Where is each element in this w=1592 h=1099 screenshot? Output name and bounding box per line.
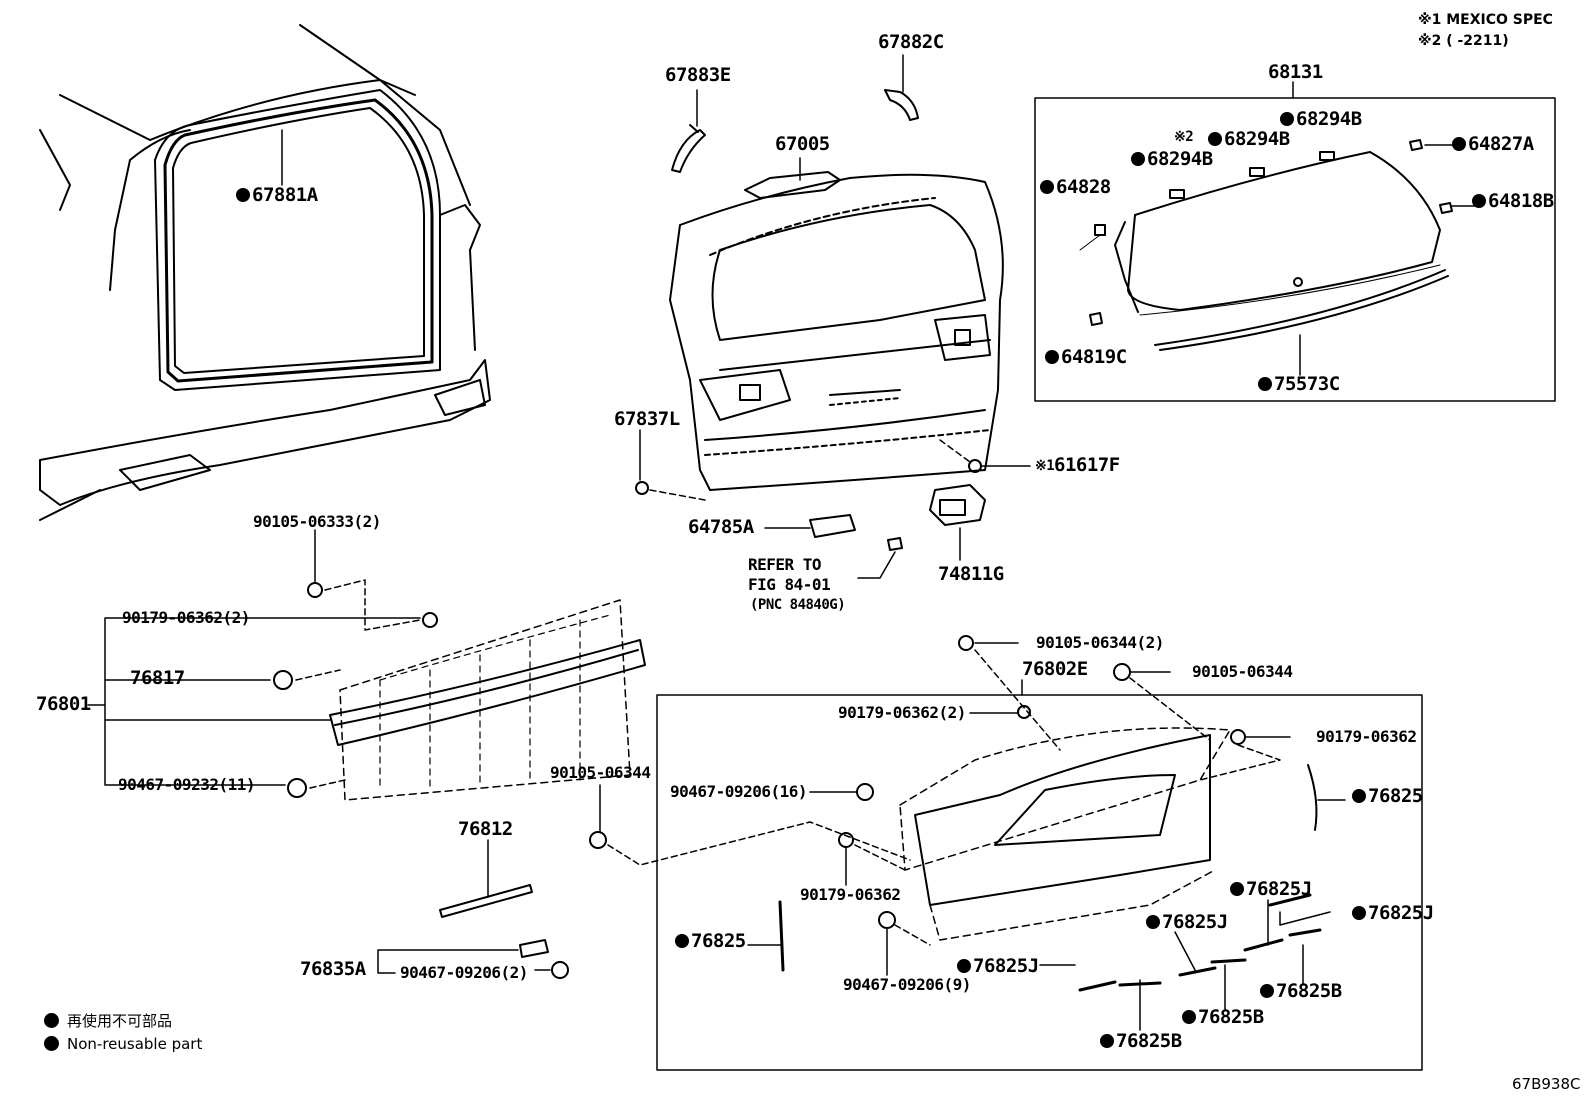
- label-76802E: 76802E: [1022, 658, 1088, 680]
- back-door-illustration: [669, 157, 1004, 491]
- label-67882C: 67882C: [878, 31, 944, 53]
- refer-line-3: (PNC 84840G): [750, 597, 846, 613]
- legend-jp: 再使用不可部品: [44, 1010, 172, 1031]
- label-76825-b: 76825: [675, 932, 746, 951]
- label-76812: 76812: [458, 818, 513, 840]
- label-68294B-c: 68294B: [1131, 150, 1213, 169]
- label-61617F: 61617F: [1054, 454, 1120, 476]
- part-64785A-shape: [764, 514, 856, 538]
- note-2: ※2 ( -2211): [1418, 33, 1509, 49]
- non-reusable-bullet-icon: [44, 1013, 59, 1028]
- label-76825B-b: 76825B: [1182, 1008, 1264, 1027]
- label-90179-06362-b: 90179-06362: [800, 885, 901, 904]
- vehicle-body-illustration: [39, 24, 491, 521]
- label-90179-06362-2a: 90179-06362(2): [122, 608, 250, 627]
- label-90467-09206-9: 90467-09206(9): [843, 975, 971, 994]
- label-68294B-a: 68294B: [1280, 110, 1362, 129]
- label-67837L: 67837L: [614, 408, 680, 430]
- connector-ref-shape: [857, 537, 903, 579]
- label-74811G: 74811G: [938, 563, 1004, 585]
- label-76825J-b: 76825J: [1352, 904, 1434, 923]
- label-67005: 67005: [775, 133, 830, 155]
- label-64785A: 64785A: [688, 516, 754, 538]
- label-76825-a: 76825: [1352, 787, 1423, 806]
- label-76835A: 76835A: [300, 958, 366, 980]
- legend-jp-text: 再使用不可部品: [67, 1012, 173, 1030]
- label-90467-09206-16: 90467-09206(16): [670, 782, 808, 801]
- label-67883E: 67883E: [665, 64, 731, 86]
- note-1: ※1 MEXICO SPEC: [1418, 12, 1553, 28]
- lower-panel-box: [589, 635, 1423, 1071]
- refer-line-2: FIG 84-01: [748, 575, 831, 594]
- label-76825J-c: 76825J: [1146, 913, 1228, 932]
- glass-assembly-box: [1034, 81, 1556, 402]
- door-clips: [635, 429, 1031, 501]
- note2-mark: ※2: [1174, 129, 1194, 145]
- refer-line-1: REFER TO: [748, 555, 822, 574]
- legend-en: Non-reusable part: [44, 1035, 202, 1053]
- garnish-76801-shape: [87, 529, 646, 801]
- part-74811G-shape: [929, 484, 986, 561]
- label-90467-09232: 90467-09232(11): [118, 775, 256, 794]
- label-90105-06344-b: 90105-06344: [550, 763, 651, 782]
- label-64818B: 64818B: [1472, 192, 1554, 211]
- label-90179-06362-2b: 90179-06362(2): [838, 703, 966, 722]
- label-76817: 76817: [130, 667, 185, 689]
- label-64819C: 64819C: [1045, 348, 1127, 367]
- label-76825B-a: 76825B: [1260, 982, 1342, 1001]
- label-76825B-c: 76825B: [1100, 1032, 1182, 1051]
- note1-mark: ※1: [1035, 458, 1055, 474]
- label-90105-06333: 90105-06333(2): [253, 512, 381, 531]
- label-68131: 68131: [1268, 61, 1323, 83]
- label-67881A: 67881A: [236, 186, 318, 205]
- label-90179-06362-a: 90179-06362: [1316, 727, 1417, 746]
- part-67883E-shape: [671, 89, 706, 173]
- label-64827A: 64827A: [1452, 135, 1534, 154]
- label-90467-09206-2: 90467-09206(2): [400, 963, 528, 982]
- part-76812-shape: [439, 839, 533, 918]
- label-90105-06344-a: 90105-06344: [1192, 662, 1293, 681]
- figure-code: 67B938C: [1512, 1075, 1581, 1093]
- label-76801: 76801: [36, 693, 91, 715]
- part-67882C-shape: [884, 54, 919, 121]
- label-75573C: 75573C: [1258, 375, 1340, 394]
- legend-en-text: Non-reusable part: [67, 1035, 203, 1053]
- label-64828: 64828: [1040, 178, 1111, 197]
- label-90105-06344-2: 90105-06344(2): [1036, 633, 1164, 652]
- label-76825J-a: 76825J: [1230, 880, 1312, 899]
- non-reusable-bullet-icon: [44, 1036, 59, 1051]
- label-68294B-b: 68294B: [1208, 130, 1290, 149]
- part-76835A-shape: [377, 939, 569, 979]
- label-76825J-d: 76825J: [957, 957, 1039, 976]
